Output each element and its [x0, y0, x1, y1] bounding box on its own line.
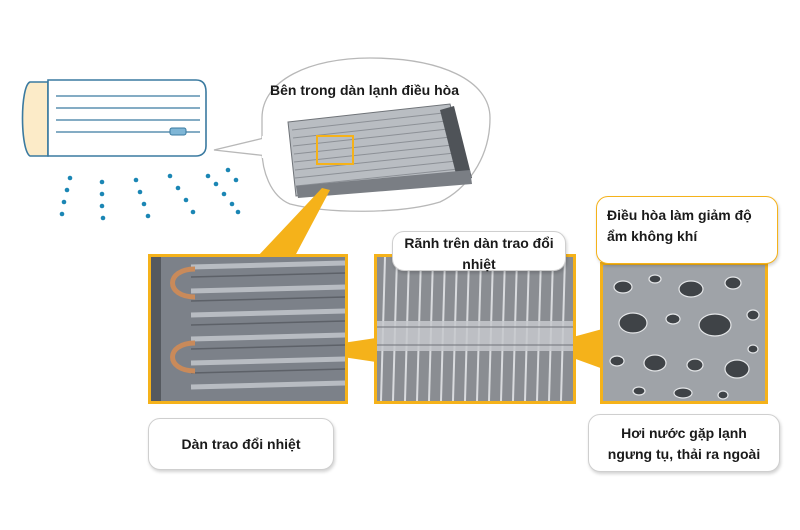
indoor-unit-photo	[287, 103, 472, 198]
heat-exchanger-label: Dàn trao đổi nhiệt	[148, 418, 334, 470]
callout-pointer-1	[258, 188, 330, 256]
heat-exchanger-photo	[148, 254, 348, 404]
humidity-label: Điều hòa làm giảm độ ẩm không khí	[596, 196, 778, 264]
grooves-label: Rãnh trên dàn trao đổi nhiệt	[392, 231, 566, 272]
air-conditioner-icon	[21, 79, 207, 157]
zoom-region-marker	[316, 135, 354, 165]
water-droplets-photo	[600, 262, 768, 404]
inside-unit-title: Bên trong dàn lạnh điều hòa	[270, 82, 459, 98]
air-flow-dots-icon	[59, 167, 241, 221]
condensation-label: Hơi nước gặp lạnh ngưng tụ, thải ra ngoà…	[588, 414, 780, 472]
fin-grooves-photo	[374, 254, 576, 404]
